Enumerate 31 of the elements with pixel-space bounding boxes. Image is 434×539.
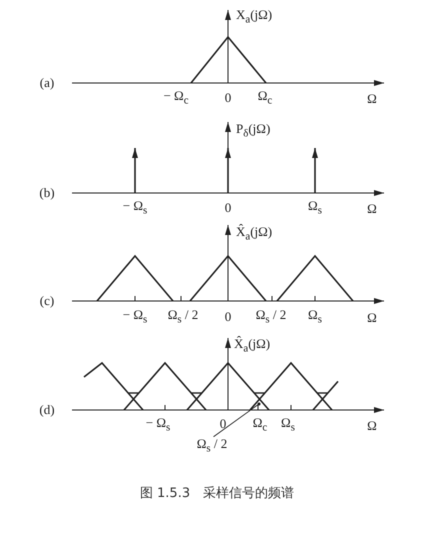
axis-label: 0 bbox=[224, 90, 232, 106]
function-label: X̂$_{a}$(jΩ) bbox=[234, 336, 270, 356]
axis-label: Ω$_{s}$ / 2 bbox=[168, 308, 198, 326]
axis-label: Ω$_{c}$ bbox=[258, 88, 272, 108]
axis-label: Ω bbox=[367, 92, 377, 106]
axis-label: − Ω$_{s}$ bbox=[122, 198, 148, 218]
axis-label: − Ω$_{s}$ bbox=[122, 308, 148, 326]
panel-label: (c) bbox=[40, 294, 54, 308]
axis-label: 0 bbox=[224, 200, 232, 216]
axis-label: Ω bbox=[367, 418, 377, 434]
function-label: X̂$_{a}$(jΩ) bbox=[236, 224, 272, 244]
axis-label: Ω bbox=[367, 310, 377, 326]
axis-label: Ω$_{s}$ bbox=[281, 416, 295, 434]
axis-label: Ω$_{c}$ bbox=[252, 416, 268, 434]
axis-label: Ω$_{s}$ bbox=[308, 308, 322, 326]
axis-label: Ω$_{s}$ / 2 bbox=[196, 436, 228, 456]
function-label: P$_{δ}$(jΩ) bbox=[236, 122, 270, 140]
leader-line bbox=[213, 404, 260, 438]
axis-label: Ω$_{s}$ / 2 bbox=[256, 308, 286, 326]
figure-caption: 图 1.5.3 采样信号的频谱 bbox=[140, 485, 294, 502]
axis-label: 0 bbox=[220, 416, 226, 432]
function-label: X$_{a}$(jΩ) bbox=[236, 8, 272, 26]
axis-label: 0 bbox=[224, 310, 232, 324]
panel-label: (d) bbox=[39, 402, 55, 418]
axis-label: Ω bbox=[367, 202, 377, 216]
axis-label: − Ω$_{s}$ bbox=[146, 416, 170, 434]
axis-label: − Ω$_{c}$ bbox=[163, 88, 189, 108]
axis-label: Ω$_{s}$ bbox=[308, 198, 322, 218]
panel-label: (b) bbox=[39, 186, 55, 200]
panel-label: (a) bbox=[40, 76, 54, 90]
crossing-point bbox=[258, 402, 260, 406]
